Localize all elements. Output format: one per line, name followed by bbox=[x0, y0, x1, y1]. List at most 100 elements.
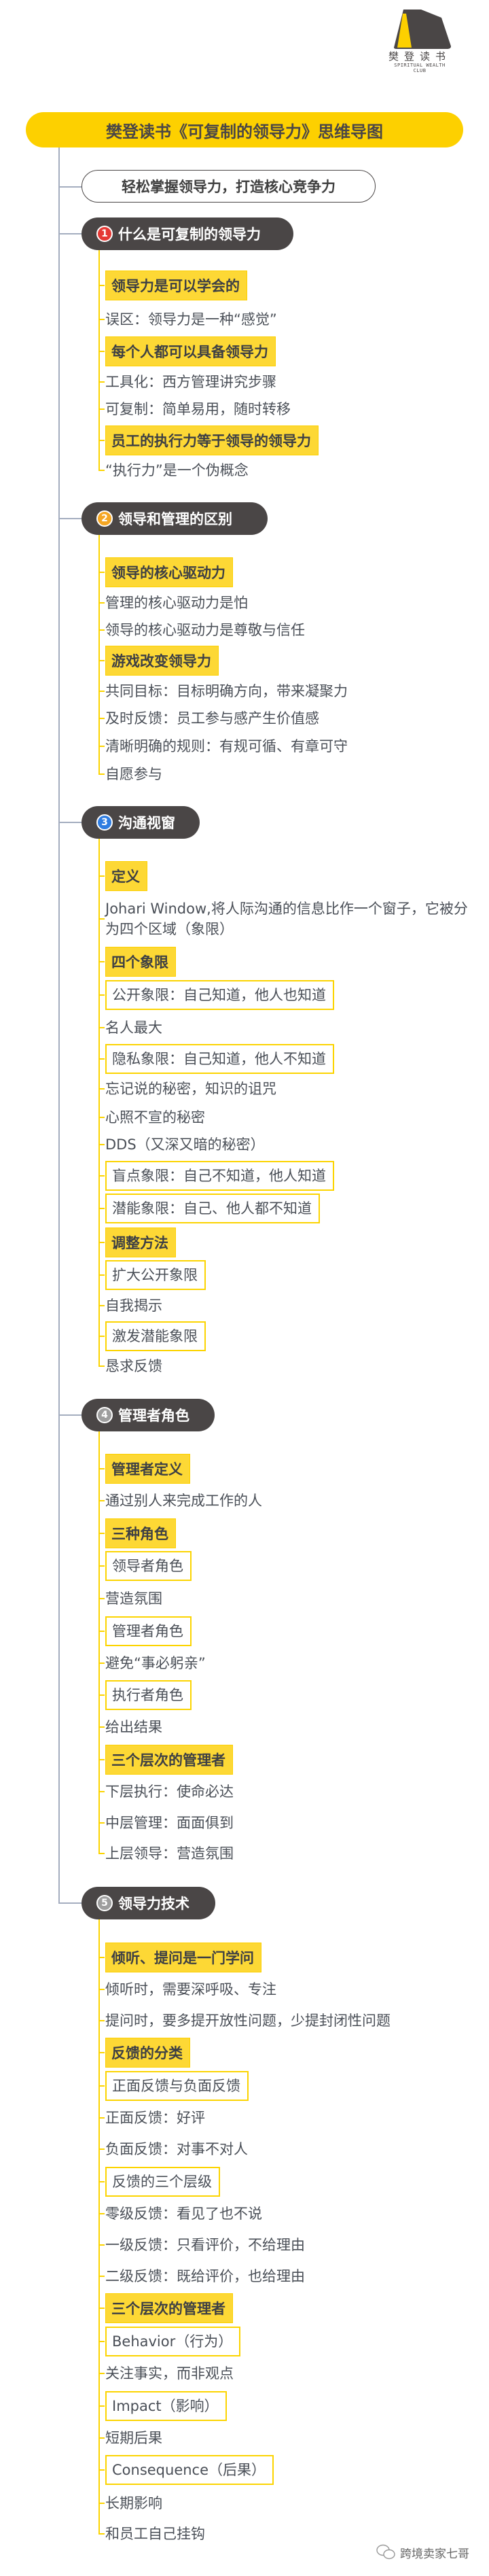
branch-tick bbox=[98, 1365, 105, 1367]
topic-heading[interactable]: 每个人都可以具备领导力 bbox=[105, 336, 276, 366]
topic-heading[interactable]: 倾听、提问是一门学问 bbox=[105, 1943, 261, 1972]
branch-tick bbox=[98, 1598, 105, 1599]
topic-text[interactable]: 下层执行：使命必达 bbox=[105, 1783, 234, 1800]
branch-tick bbox=[98, 2373, 105, 2374]
branch-tick bbox=[98, 2148, 105, 2150]
topic-text[interactable]: 及时反馈：员工参与感产生价值感 bbox=[105, 710, 319, 727]
branch-tick bbox=[98, 1242, 105, 1243]
topic-text[interactable]: 工具化：西方管理讲究步骤 bbox=[105, 374, 276, 390]
topic-boxed[interactable]: 执行者角色 bbox=[105, 1680, 192, 1710]
topic-text[interactable]: 清晰明确的规则：有规可循、有章可守 bbox=[105, 738, 348, 754]
branch-tick bbox=[98, 1726, 105, 1728]
topic-text[interactable]: 和员工自己挂钩 bbox=[105, 2526, 205, 2542]
topic-heading[interactable]: 管理者定义 bbox=[105, 1454, 190, 1484]
branch-tick bbox=[98, 629, 105, 631]
topic-text[interactable]: 关注事实，而非观点 bbox=[105, 2365, 234, 2382]
topic-boxed[interactable]: 潜能象限：自己、他人都不知道 bbox=[105, 1194, 320, 1223]
topic-text[interactable]: 短期后果 bbox=[105, 2430, 162, 2446]
topic-boxed[interactable]: 公开象限：自己知道，他人也知道 bbox=[105, 980, 334, 1010]
branch-tick bbox=[98, 2469, 105, 2471]
topic-text[interactable]: 共同目标：目标明确方向，带来凝聚力 bbox=[105, 683, 348, 699]
topic-boxed[interactable]: 领导者角色 bbox=[105, 1551, 192, 1581]
branch-tick bbox=[98, 660, 105, 661]
branch-tick bbox=[98, 319, 105, 320]
topic-text[interactable]: 自愿参与 bbox=[105, 766, 162, 782]
branch-tick bbox=[98, 408, 105, 410]
topic-text[interactable]: 提问时，要多提开放性问题，少提封闭性问题 bbox=[105, 2013, 391, 2029]
topic-text[interactable]: 二级反馈：既给评价，也给理由 bbox=[105, 2268, 305, 2284]
topic-text[interactable]: 中层管理：面面俱到 bbox=[105, 1815, 234, 1831]
trunk-connector bbox=[58, 1902, 82, 1904]
topic-heading[interactable]: 游戏改变领导力 bbox=[105, 646, 219, 676]
mindmap-root-title[interactable]: 樊登读书《可复制的领导力》思维导图 bbox=[26, 112, 463, 147]
topic-heading[interactable]: 反馈的分类 bbox=[105, 2038, 190, 2068]
topic-text[interactable]: 误区：领导力是一种“感觉” bbox=[105, 311, 277, 328]
topic-text[interactable]: DDS（又深又暗的秘密） bbox=[105, 1136, 265, 1153]
topic-text[interactable]: 一级反馈：只看评价，不给理由 bbox=[105, 2237, 305, 2253]
topic-text[interactable]: 长期影响 bbox=[105, 2495, 162, 2511]
topic-text[interactable]: 心照不宣的秘密 bbox=[105, 1109, 205, 1126]
topic-text[interactable]: 忘记说的秘密，知识的诅咒 bbox=[105, 1081, 276, 1097]
branch-tick bbox=[98, 2437, 105, 2439]
topic-boxed[interactable]: 隐私象限：自己知道，他人不知道 bbox=[105, 1044, 334, 1074]
topic-boxed[interactable]: 管理者角色 bbox=[105, 1616, 192, 1646]
section-number-badge-icon: 3 bbox=[96, 814, 113, 831]
topic-text[interactable]: 上层领导：营造氛围 bbox=[105, 1845, 234, 1862]
branch-tick bbox=[98, 961, 105, 962]
topic-text[interactable]: 名人最大 bbox=[105, 1020, 162, 1036]
topic-boxed[interactable]: Consequence（后果） bbox=[105, 2455, 274, 2485]
topic-text[interactable]: 给出结果 bbox=[105, 1719, 162, 1735]
topic-text[interactable]: 正面反馈：好评 bbox=[105, 2110, 205, 2126]
topic-text[interactable]: 营造氛围 bbox=[105, 1590, 162, 1607]
topic-heading[interactable]: 三个层次的管理者 bbox=[105, 2293, 233, 2323]
topic-boxed[interactable]: 正面反馈与负面反馈 bbox=[105, 2071, 249, 2101]
topic-text[interactable]: 倾听时，需要深呼吸、专注 bbox=[105, 1981, 276, 1998]
branch-tick bbox=[98, 1957, 105, 1958]
topic-text[interactable]: “执行力”是一个伪概念 bbox=[105, 462, 249, 478]
branch-tick bbox=[98, 1500, 105, 1501]
branch-tick bbox=[98, 1175, 105, 1177]
topic-heading[interactable]: 三个层次的管理者 bbox=[105, 1745, 233, 1775]
topic-boxed[interactable]: Impact（影响） bbox=[105, 2391, 227, 2421]
branch-tick bbox=[98, 602, 105, 604]
topic-text[interactable]: 自我揭示 bbox=[105, 1298, 162, 1314]
section-number-badge-icon: 5 bbox=[96, 1895, 113, 1911]
topic-boxed[interactable]: Behavior（行为） bbox=[105, 2327, 241, 2356]
topic-text[interactable]: 可复制：简单易用，随时转移 bbox=[105, 401, 291, 417]
topic-boxed[interactable]: 扩大公开象限 bbox=[105, 1260, 206, 1290]
topic-heading[interactable]: 四个象限 bbox=[105, 947, 176, 977]
topic-text[interactable]: 零级反馈：看见了也不说 bbox=[105, 2206, 262, 2222]
topic-text[interactable]: 恳求反馈 bbox=[105, 1358, 162, 1374]
topic-heading[interactable]: 员工的执行力等于领导的领导力 bbox=[105, 425, 319, 455]
topic-heading[interactable]: 领导力是可以学会的 bbox=[105, 271, 247, 300]
topic-boxed[interactable]: 反馈的三个层级 bbox=[105, 2167, 220, 2197]
topic-text[interactable]: 负面反馈：对事不对人 bbox=[105, 2141, 248, 2157]
branch-tick bbox=[98, 1533, 105, 1534]
topic-heading[interactable]: 定义 bbox=[105, 861, 147, 891]
branch-tick bbox=[98, 1791, 105, 1792]
topic-text[interactable]: 避免“事必躬亲” bbox=[105, 1655, 206, 1671]
topic-text[interactable]: 通过别人来完成工作的人 bbox=[105, 1493, 262, 1509]
trunk-line bbox=[58, 147, 60, 1903]
topic-text[interactable]: 管理的核心驱动力是怕 bbox=[105, 595, 248, 611]
topic-heading[interactable]: 调整方法 bbox=[105, 1228, 176, 1257]
topic-heading[interactable]: 领导的核心驱动力 bbox=[105, 557, 233, 587]
section-number-badge-icon: 2 bbox=[96, 510, 113, 527]
logo-text-en: SPIRITUAL WEALTH CLUB bbox=[394, 63, 446, 73]
branch-tick bbox=[98, 2341, 105, 2342]
branch-tick bbox=[98, 691, 105, 692]
trunk-connector bbox=[58, 822, 82, 823]
topic-text[interactable]: Johari Window,将人际沟通的信息比作一个窗子，它被分为四个区域（象限… bbox=[105, 901, 468, 937]
watermark: 跨境卖家七哥 bbox=[376, 2543, 469, 2561]
branch-tick bbox=[98, 2085, 105, 2087]
topic-boxed[interactable]: 激发潜能象限 bbox=[105, 1321, 206, 1351]
topic-text[interactable]: 领导的核心驱动力是尊敬与信任 bbox=[105, 622, 305, 638]
topic-heading[interactable]: 三种角色 bbox=[105, 1518, 176, 1548]
topic-boxed[interactable]: 盲点象限：自己不知道，他人知道 bbox=[105, 1161, 334, 1191]
subtitle-node[interactable]: 轻松掌握领导力，打造核心竞争力 bbox=[82, 170, 376, 203]
